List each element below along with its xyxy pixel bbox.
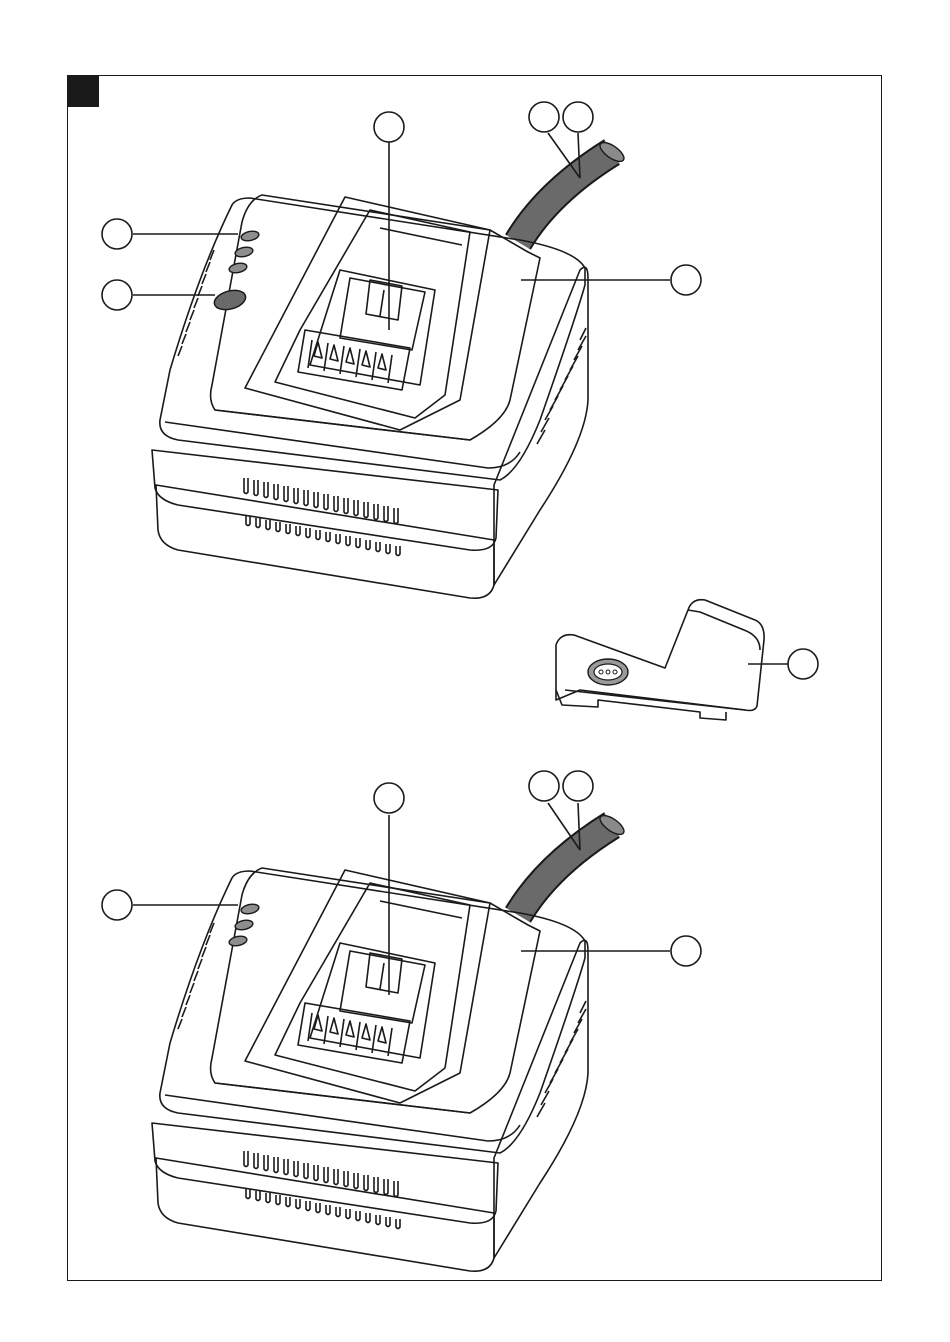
callout-housing-lower bbox=[671, 936, 701, 966]
callout-cable-a-lower bbox=[529, 771, 559, 801]
figure-adapter bbox=[556, 600, 818, 720]
callout-led-lower bbox=[102, 890, 132, 920]
callout-contacts-lower bbox=[374, 783, 404, 813]
callout-reset bbox=[102, 280, 132, 310]
callout-contacts bbox=[374, 112, 404, 142]
callout-cable-a bbox=[529, 102, 559, 132]
callout-housing bbox=[671, 265, 701, 295]
adapter-body bbox=[556, 600, 764, 711]
callout-cable-b-lower bbox=[563, 771, 593, 801]
figure-charger-lower bbox=[102, 771, 701, 1271]
figure-charger-upper bbox=[102, 102, 701, 598]
reset-button-icon bbox=[212, 287, 248, 313]
callout-led bbox=[102, 219, 132, 249]
callout-cable-b bbox=[563, 102, 593, 132]
callout-adapter bbox=[788, 649, 818, 679]
